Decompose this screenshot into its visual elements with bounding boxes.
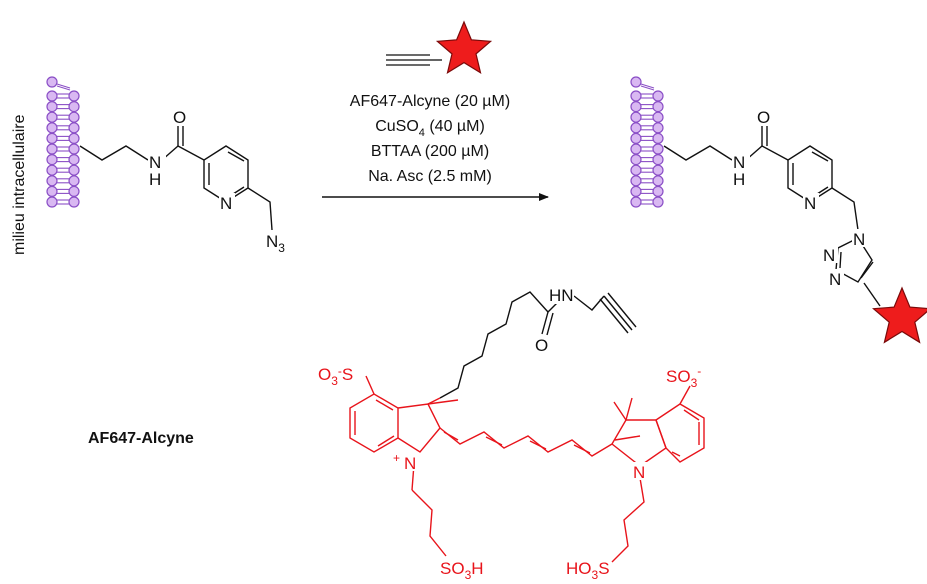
product-structure	[664, 124, 880, 306]
atom-O: O	[173, 108, 186, 127]
condition-dye: AF647-Alcyne (20 µM)	[350, 93, 510, 110]
right-sulfonate: SO3-	[666, 364, 701, 390]
linker-atom-HN: HN	[549, 286, 574, 305]
azide-label: N3	[266, 232, 285, 255]
sulfonic-acid-left: SO3H	[440, 559, 484, 579]
reaction-conditions: AF647-Alcyne (20 µM) CuSO4 (40 µM) BTTAA…	[350, 93, 510, 185]
azide-probe-labels: O N H N N3	[148, 108, 285, 255]
condition-copper: CuSO4 (40 µM)	[375, 118, 485, 139]
cyanine-labels: O3-S SO3- + N N SO3H HO3S	[318, 364, 701, 579]
linker-atom-O: O	[535, 336, 548, 355]
atom-N-ring: N	[220, 194, 232, 213]
cyanine-N-plus: N	[404, 454, 416, 473]
red-star-icon	[437, 22, 490, 73]
product-atom-N-ring: N	[804, 194, 816, 213]
dye-linker-labels: O HN	[534, 286, 574, 355]
membrane-right	[631, 77, 663, 207]
side-label: milieu intracellulaire	[11, 114, 28, 255]
dye-name-label: AF647-Alcyne	[88, 430, 194, 447]
condition-ligand: BTTAA (200 µM)	[371, 143, 489, 160]
azide-probe-structure	[80, 124, 272, 230]
triazole-N3: N	[829, 270, 841, 289]
membrane-left	[47, 77, 79, 207]
product-atom-H: H	[733, 170, 745, 189]
triazole-N2: N	[823, 246, 835, 265]
positive-charge: +	[393, 451, 400, 465]
condition-ascorbate: Na. Asc (2.5 mM)	[368, 168, 492, 185]
atom-H: H	[149, 170, 161, 189]
red-star-icon	[874, 288, 927, 342]
sulfonic-acid-right: HO3S	[566, 559, 610, 579]
left-sulfonate: O3-S	[318, 364, 353, 388]
product-atom-O: O	[757, 108, 770, 127]
triazole-N1: N	[853, 230, 865, 249]
cyanine-N: N	[633, 463, 645, 482]
alkyne-star-reagent	[386, 22, 491, 73]
